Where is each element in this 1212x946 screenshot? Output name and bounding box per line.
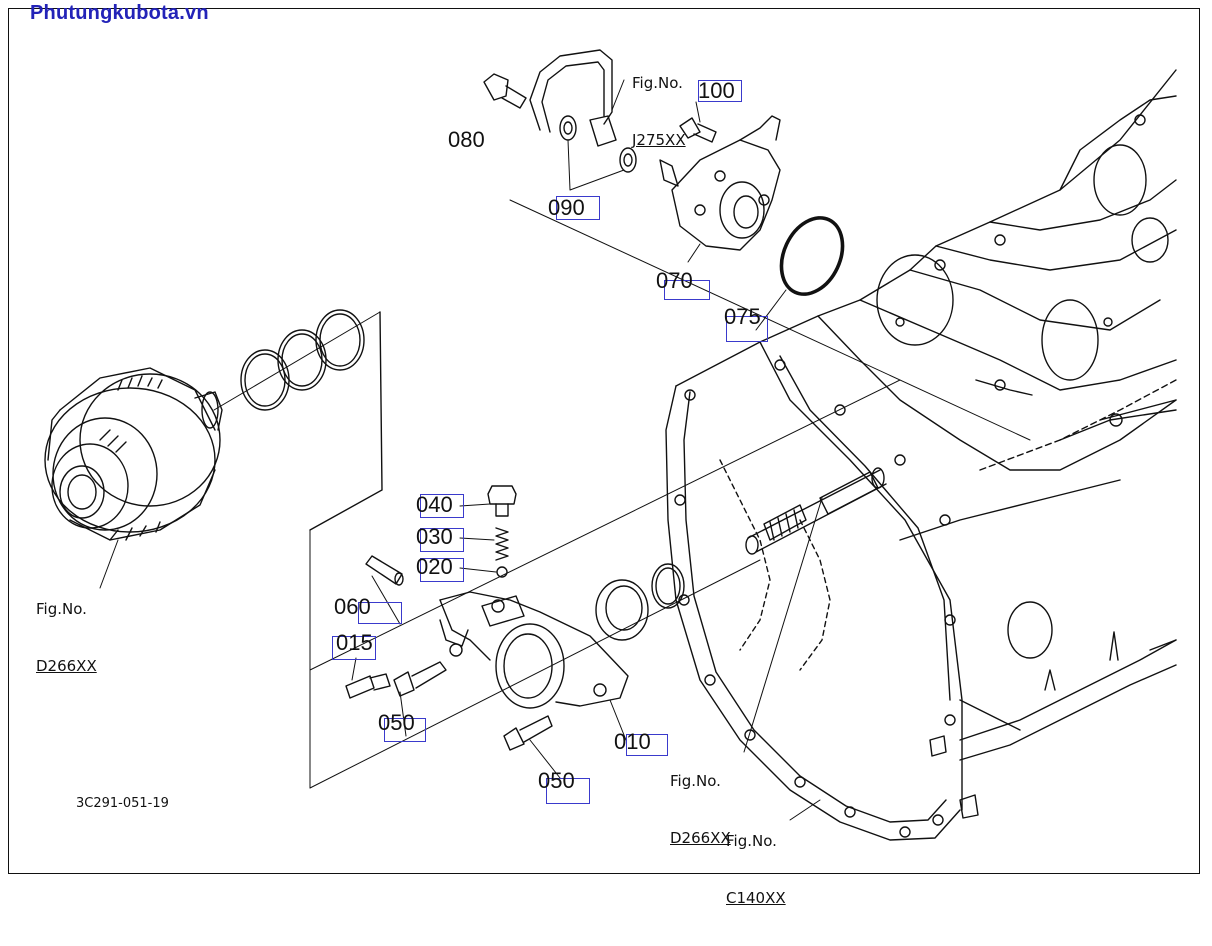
part-label-030[interactable]: 030 [416,524,453,549]
transmission-case [665,69,1177,841]
part-label-070[interactable]: 070 [656,268,693,293]
fig-ref-d266-right[interactable]: Fig.No. D266XX [670,734,731,886]
fig-ref-c140-title: Fig.No. [726,832,777,850]
part-label-040[interactable]: 040 [416,492,453,517]
fig-ref-c140[interactable]: Fig.No. C140XX [726,794,786,946]
label-box-015 [332,636,376,660]
shift-lever-assembly [345,485,685,751]
label-box-020 [420,558,464,582]
fig-ref-c140-code: C140XX [726,889,786,907]
fig-ref-d266-left-title: Fig.No. [36,600,87,618]
part-label-080[interactable]: 080 [448,127,485,152]
pump-assembly [483,49,845,296]
label-box-010 [626,734,668,756]
watermark: Phutungkubota.vn [30,2,209,24]
fig-ref-j275-title: Fig.No. [632,74,683,92]
part-label-010[interactable]: 010 [614,729,651,754]
fig-ref-d266-left-code: D266XX [36,657,97,675]
label-box-100 [698,80,742,102]
output-shaft [745,467,887,555]
label-box-050a [384,718,426,742]
fig-ref-j275[interactable]: Fig.No. J275XX [632,36,686,188]
label-box-030 [420,528,464,552]
part-label-060[interactable]: 060 [334,594,371,619]
leader-lines [351,79,823,821]
fig-ref-d266-right-code: D266XX [670,829,731,847]
part-label-100[interactable]: 100 [698,78,735,103]
fig-ref-d266-right-title: Fig.No. [670,772,721,790]
part-label-090[interactable]: 090 [548,195,585,220]
part-label-075[interactable]: 075 [724,304,761,329]
drawing-frame [8,8,1200,874]
fig-ref-j275-code: J275XX [632,131,686,149]
label-box-050b [546,778,590,804]
exploded-view-drawing [44,49,1177,841]
part-label-020[interactable]: 020 [416,554,453,579]
clutch-pack [44,311,381,541]
label-box-075 [726,316,768,342]
snap-rings [240,309,383,531]
fig-ref-d266-left[interactable]: Fig.No. D266XX [36,562,97,714]
label-box-090 [556,196,600,220]
label-box-040 [420,494,464,518]
part-label-050a[interactable]: 050 [378,710,415,735]
label-box-070 [664,280,710,300]
drawing-code: 3C291-051-19 [76,796,169,811]
label-box-060 [358,602,402,624]
parts-diagram: Phutungkubota.vn [8,2,1200,907]
part-label-050b[interactable]: 050 [538,768,575,793]
part-label-015[interactable]: 015 [336,630,373,655]
